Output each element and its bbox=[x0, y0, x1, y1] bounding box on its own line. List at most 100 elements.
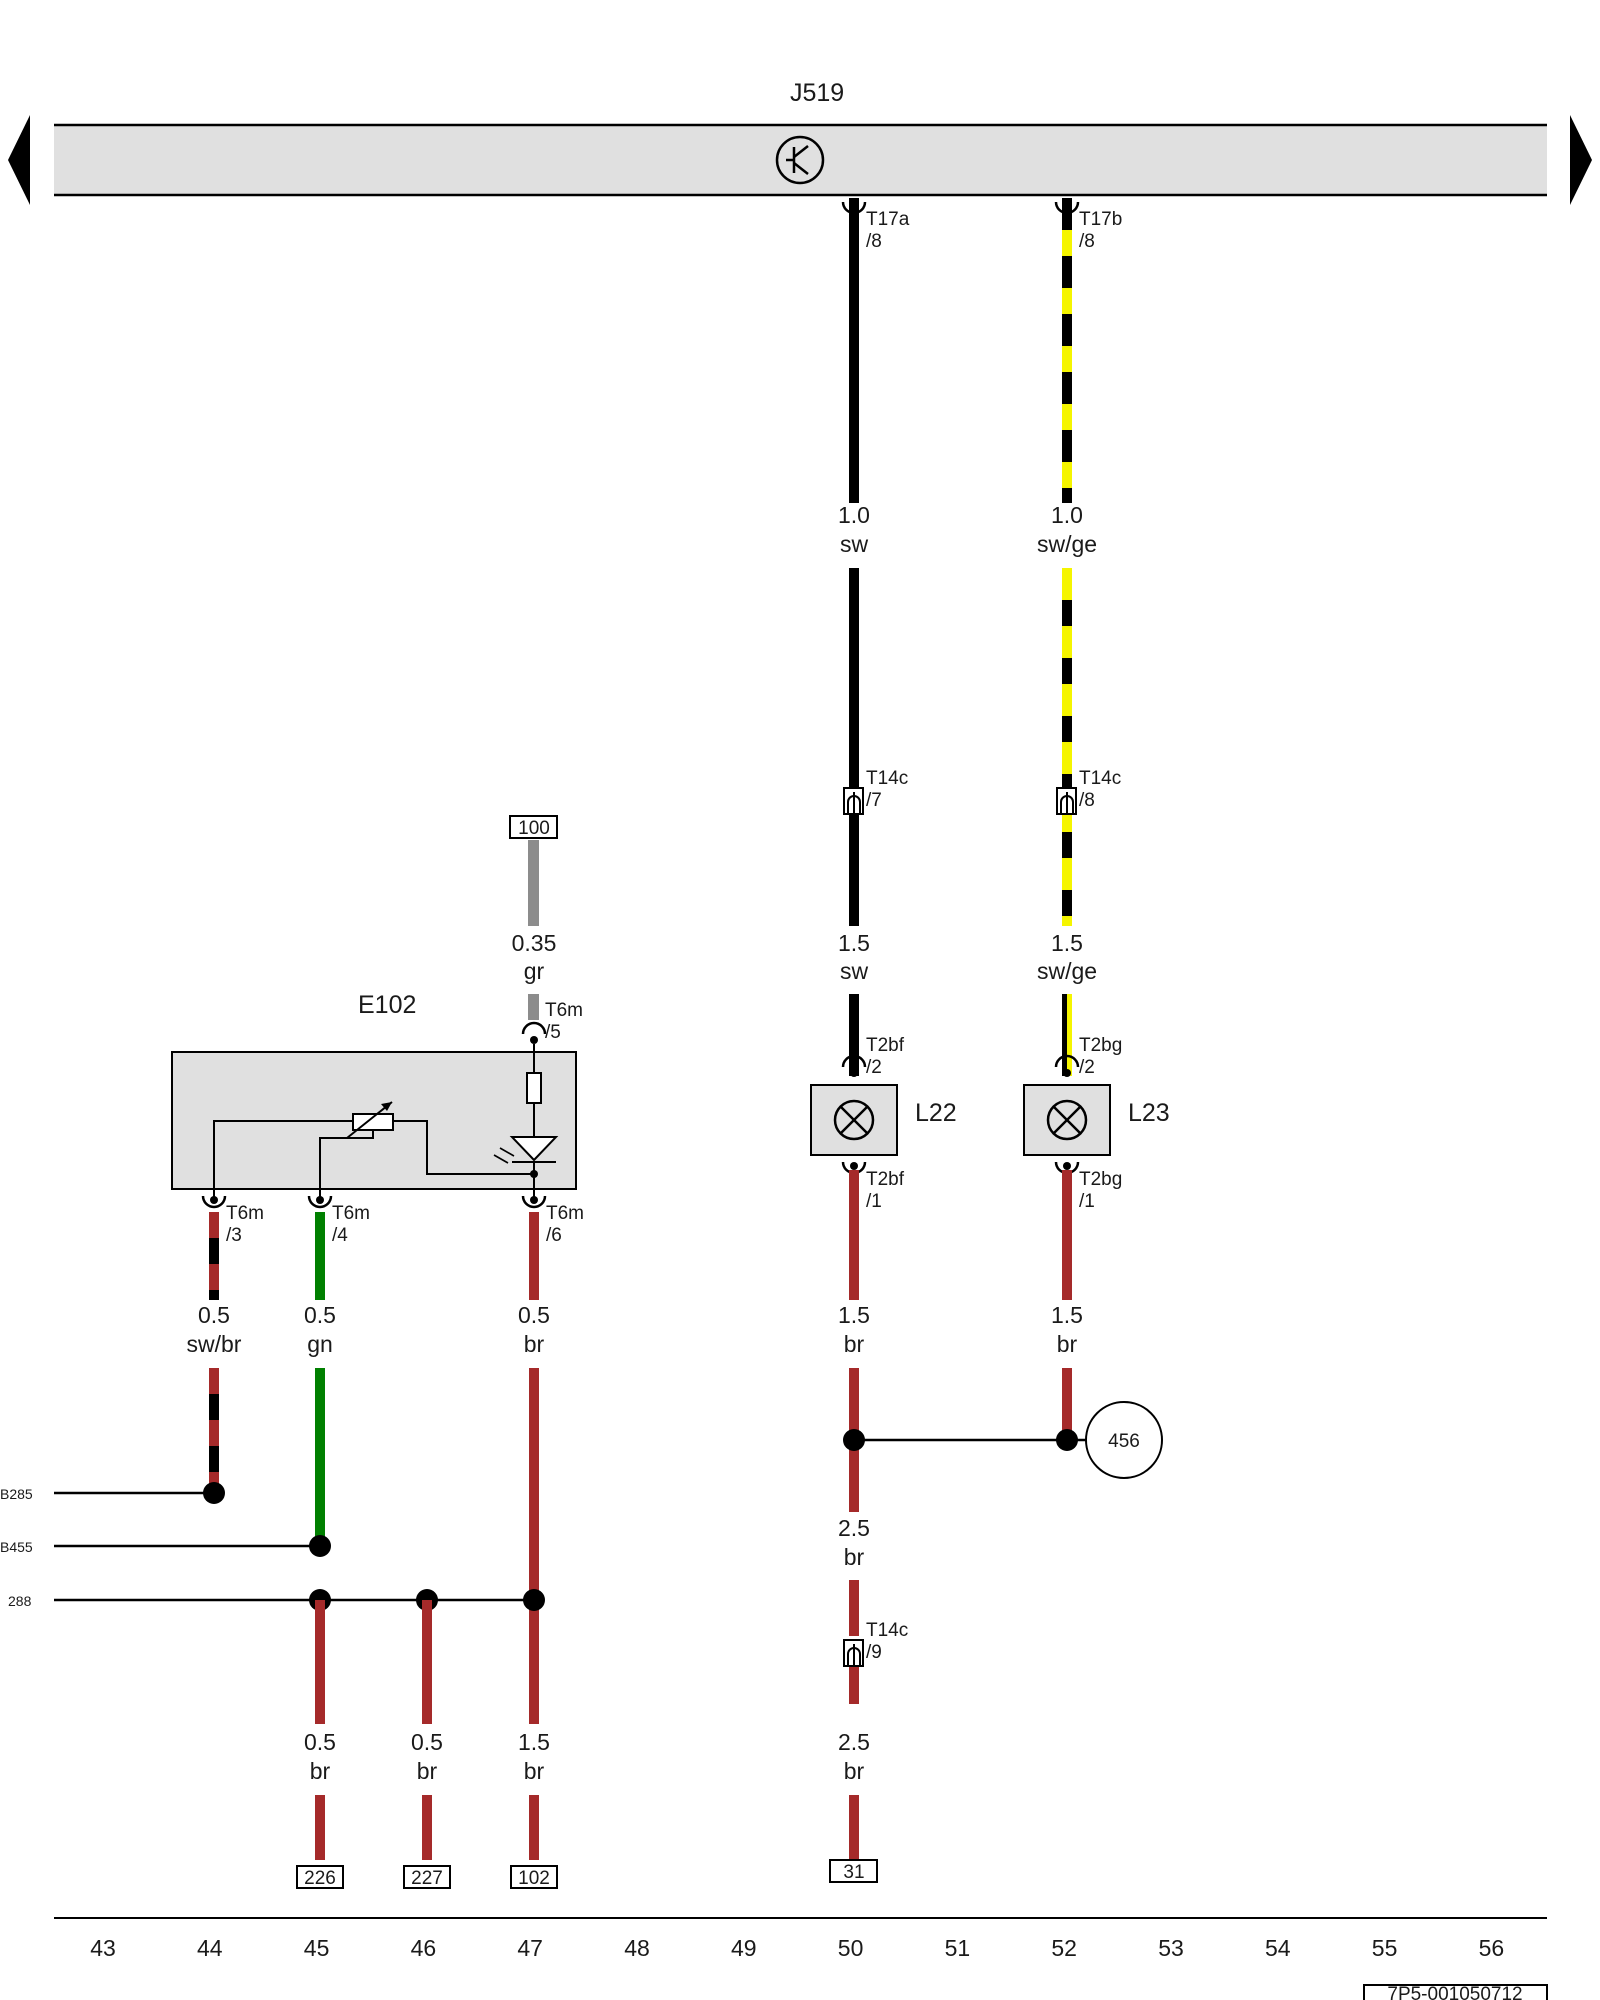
wire-color-code: br bbox=[844, 1544, 865, 1570]
column-number: 45 bbox=[304, 1935, 330, 1961]
wire-col45-green bbox=[315, 1212, 325, 1546]
ref-box-102: 102 bbox=[510, 1865, 558, 1889]
wire-color-code: sw/br bbox=[187, 1331, 242, 1357]
connector-t2bf-1: T2bf /1 bbox=[841, 1161, 905, 1212]
svg-text:/4: /4 bbox=[332, 1225, 348, 1246]
wire-color-code: sw/ge bbox=[1037, 531, 1097, 557]
left-arrow-icon bbox=[8, 115, 30, 205]
column-number: 48 bbox=[624, 1935, 650, 1961]
wire-gauge: 2.5 bbox=[838, 1729, 870, 1755]
connector-t14c-9: T14c /9 bbox=[843, 1620, 908, 1667]
svg-text:/7: /7 bbox=[866, 790, 882, 811]
connector-t17b: T17b /8 bbox=[1054, 201, 1122, 252]
connector-t6m-5: T6m /5 bbox=[521, 1000, 583, 1044]
svg-text:/8: /8 bbox=[866, 231, 882, 252]
wire-color-code: gn bbox=[307, 1331, 333, 1357]
wire-col44 bbox=[209, 1212, 219, 1493]
svg-text:100: 100 bbox=[518, 818, 550, 839]
ref-box-226: 226 bbox=[296, 1865, 344, 1889]
resistor-icon bbox=[526, 1072, 542, 1104]
column-number: 46 bbox=[411, 1935, 437, 1961]
svg-text:/1: /1 bbox=[866, 1191, 882, 1212]
right-arrow-icon bbox=[1570, 115, 1592, 205]
svg-text:/1: /1 bbox=[1079, 1191, 1095, 1212]
wire-color-code: br bbox=[524, 1758, 545, 1784]
ref-box-227: 227 bbox=[403, 1865, 451, 1889]
svg-text:T14c: T14c bbox=[866, 768, 908, 789]
svg-text:T6m: T6m bbox=[545, 1000, 583, 1021]
wire-gauge: 2.5 bbox=[838, 1515, 870, 1541]
j519-label: J519 bbox=[790, 79, 844, 107]
wire-color-code: br bbox=[844, 1758, 865, 1784]
wire-gauge: 0.5 bbox=[304, 1729, 336, 1755]
wire-gauge: 1.5 bbox=[838, 1302, 870, 1328]
ground-point-456: 456 bbox=[1085, 1401, 1163, 1479]
wire-gauge: 1.5 bbox=[1051, 930, 1083, 956]
svg-text:456: 456 bbox=[1108, 1431, 1140, 1452]
wire-color-code: br bbox=[844, 1331, 865, 1357]
connector-t6m-6: T6m /6 bbox=[521, 1195, 584, 1246]
wire-color-code: br bbox=[310, 1758, 331, 1784]
connector-t6m-4: T6m /4 bbox=[307, 1195, 370, 1246]
svg-text:7P5-001050712: 7P5-001050712 bbox=[1387, 1984, 1522, 2000]
connector-t6m-3: T6m /3 bbox=[201, 1195, 264, 1246]
connector-t17a: T17a /8 bbox=[841, 201, 910, 252]
column-number: 47 bbox=[517, 1935, 543, 1961]
svg-text:T6m: T6m bbox=[546, 1203, 584, 1224]
wire-gauge: 1.0 bbox=[1051, 502, 1083, 528]
wire-col45-lower bbox=[315, 1600, 325, 1860]
svg-text:L23: L23 bbox=[1128, 1099, 1170, 1127]
svg-text:T2bg: T2bg bbox=[1079, 1169, 1122, 1190]
wire-gauge: 0.5 bbox=[304, 1302, 336, 1328]
svg-text:31: 31 bbox=[843, 1862, 864, 1883]
wire-color-code: br bbox=[524, 1331, 545, 1357]
svg-text:T2bf: T2bf bbox=[866, 1169, 905, 1190]
wire-col47-gray bbox=[528, 840, 539, 926]
svg-text:/9: /9 bbox=[866, 1642, 882, 1663]
wire-gauge: 1.5 bbox=[518, 1729, 550, 1755]
svg-text:288: 288 bbox=[8, 1593, 32, 1609]
column-number: 50 bbox=[838, 1935, 864, 1961]
svg-text:/8: /8 bbox=[1079, 790, 1095, 811]
svg-text:102: 102 bbox=[518, 1868, 550, 1889]
connector-t14c-7: T14c /7 bbox=[843, 768, 908, 815]
svg-text:/8: /8 bbox=[1079, 231, 1095, 252]
svg-text:L22: L22 bbox=[915, 1099, 957, 1127]
wire-gauge: 0.35 bbox=[512, 930, 557, 956]
svg-text:T6m: T6m bbox=[332, 1203, 370, 1224]
ref-box-100: 100 bbox=[509, 815, 558, 839]
feed-line-b455: B455 bbox=[0, 1535, 331, 1557]
wire-gauge: 1.0 bbox=[838, 502, 870, 528]
wire-gauge: 1.5 bbox=[838, 930, 870, 956]
svg-text:/5: /5 bbox=[545, 1022, 561, 1043]
column-number: 54 bbox=[1265, 1935, 1291, 1961]
wire-color-code: gr bbox=[524, 958, 545, 984]
wire-col46-lower bbox=[422, 1600, 432, 1860]
wire-gauge: 0.5 bbox=[518, 1302, 550, 1328]
svg-text:B285: B285 bbox=[0, 1486, 33, 1502]
lamp-l23: L23 bbox=[1023, 1084, 1170, 1156]
svg-text:/2: /2 bbox=[866, 1057, 882, 1078]
wire-col47-gray-short bbox=[528, 994, 539, 1020]
svg-text:T6m: T6m bbox=[226, 1203, 264, 1224]
svg-text:T2bg: T2bg bbox=[1079, 1035, 1122, 1056]
doc-id-box: 7P5-001050712 bbox=[1363, 1984, 1548, 2000]
e102-label: E102 bbox=[358, 991, 416, 1019]
wire-col52-lower bbox=[1062, 1170, 1072, 1440]
wire-color-code: br bbox=[1057, 1331, 1078, 1357]
wire-col50-upper bbox=[849, 198, 859, 1076]
wire-color-code: br bbox=[417, 1758, 438, 1784]
wire-color-code: sw/ge bbox=[1037, 958, 1097, 984]
wire-gauge: 1.5 bbox=[1051, 1302, 1083, 1328]
svg-text:T2bf: T2bf bbox=[866, 1035, 905, 1056]
svg-text:B455: B455 bbox=[0, 1539, 33, 1555]
column-number: 53 bbox=[1158, 1935, 1184, 1961]
column-number: 52 bbox=[1051, 1935, 1077, 1961]
svg-text:/2: /2 bbox=[1079, 1057, 1095, 1078]
feed-line-b285: B285 bbox=[0, 1482, 225, 1504]
ref-box-31: 31 bbox=[829, 1859, 878, 1883]
wire-color-code: sw bbox=[840, 531, 869, 557]
wire-gauge: 0.5 bbox=[411, 1729, 443, 1755]
